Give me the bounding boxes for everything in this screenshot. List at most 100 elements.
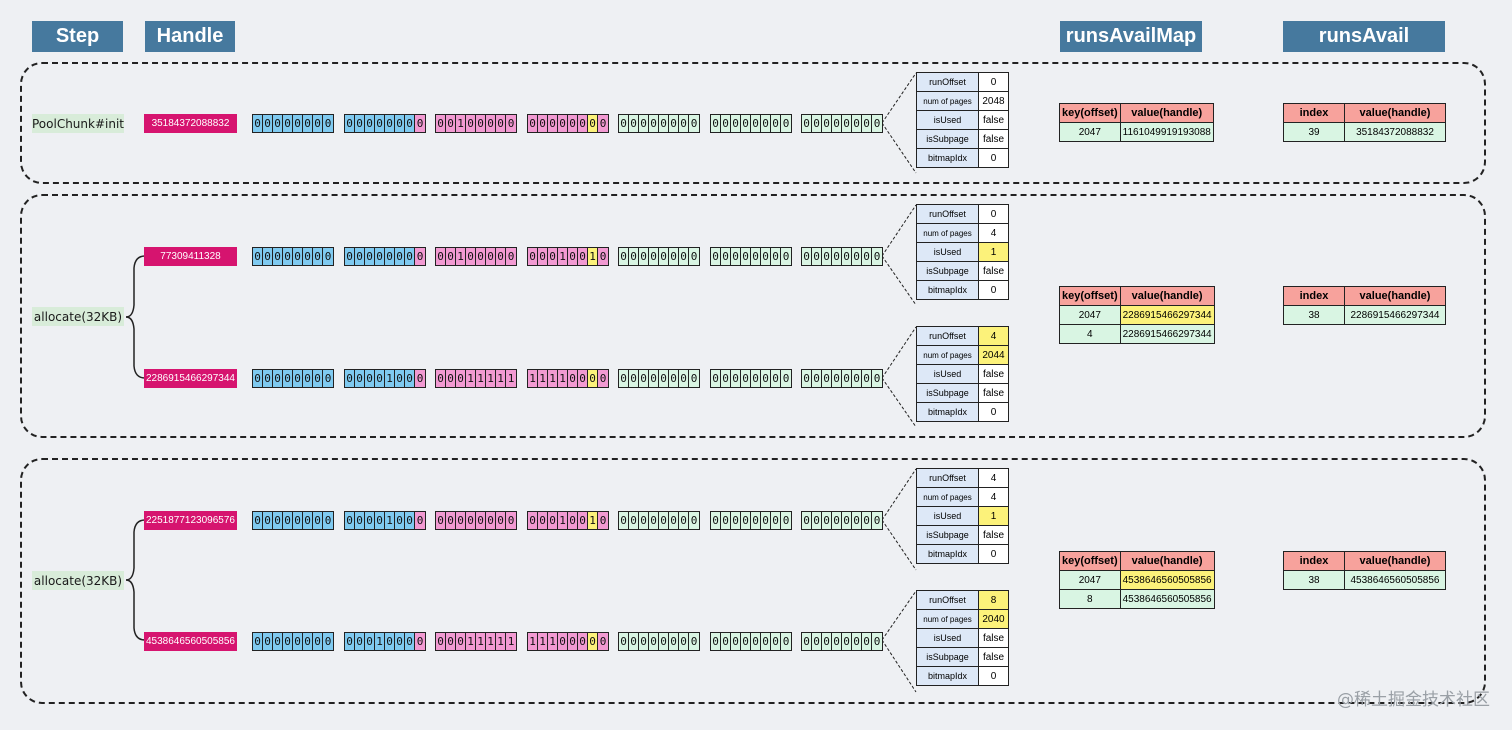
bit-cell: 0 [506,512,516,529]
bit-cell: 0 [649,115,659,132]
bit-cell: 0 [588,633,598,650]
bit-cell: 0 [568,248,578,265]
run-field-value: false [978,261,1009,281]
bit-cell: 0 [273,512,283,529]
run-field-value: 0 [978,666,1009,686]
bit-cell: 0 [731,248,741,265]
run-field-label: isUsed [916,364,979,384]
bit-cell: 0 [669,370,679,387]
bit-cell: 0 [659,248,669,265]
table-header-cell: value(handle) [1119,103,1214,123]
bit-cell: 0 [345,370,355,387]
table-cell: 35184372088832 [1344,122,1446,142]
bit-cell: 0 [578,115,588,132]
run-field-value: false [978,129,1009,149]
bit-cell: 0 [741,633,751,650]
bit-cell: 0 [436,512,446,529]
bit-cell: 0 [689,633,699,650]
bit-cell: 0 [558,115,568,132]
watermark-text: @稀土掘金技术社区 [1337,690,1490,710]
bit-cell: 0 [578,633,588,650]
bit-cell: 0 [751,633,761,650]
table-header-cell: index [1283,286,1345,306]
bit-cell: 1 [385,512,395,529]
bit-cell: 0 [852,633,862,650]
bit-cell: 0 [283,248,293,265]
run-field-label: isUsed [916,628,979,648]
bit-cell: 1 [528,633,538,650]
table-header-cell: key(offset) [1059,551,1121,571]
handle-value: 77309411328 [144,247,237,266]
bit-cell: 0 [629,633,639,650]
bit-cell: 0 [375,115,385,132]
table-header-cell: index [1283,103,1345,123]
bit-cell: 0 [355,370,365,387]
bit-cell: 0 [395,115,405,132]
bit-cell: 0 [619,115,629,132]
bit-cell: 0 [303,512,313,529]
bit-cell: 0 [355,248,365,265]
bit-cell: 1 [476,370,486,387]
bit-cell: 0 [466,248,476,265]
run-field-label: isSubpage [916,383,979,403]
bit-cell: 0 [862,633,872,650]
bit-cell: 0 [689,115,699,132]
bit-cell: 0 [415,370,425,387]
bit-cell: 1 [486,370,496,387]
bit-cell: 1 [466,633,476,650]
handle-value: 2286915466297344 [144,369,237,388]
bit-cell: 1 [558,248,568,265]
bit-cell: 0 [436,115,446,132]
bit-cell: 0 [375,370,385,387]
bit-cell: 0 [711,115,721,132]
bit-cell: 0 [568,115,578,132]
bit-cell: 0 [629,248,639,265]
handle-value: 4538646560505856 [144,632,237,651]
bit-cell: 0 [283,115,293,132]
run-field-label: isSubpage [916,261,979,281]
table-header-cell: value(handle) [1344,551,1446,571]
bit-cell: 1 [548,370,558,387]
bit-cell: 0 [405,248,415,265]
bit-cell: 0 [456,512,466,529]
bit-cell: 0 [741,248,751,265]
bit-cell: 0 [446,248,456,265]
bit-cell: 0 [528,512,538,529]
bit-cell: 0 [496,248,506,265]
run-field-value: false [978,110,1009,130]
table-cell: 2047 [1059,305,1121,325]
bit-cell: 0 [721,633,731,650]
bit-cell: 1 [456,115,466,132]
bit-cell: 0 [253,370,263,387]
bit-cell: 0 [842,512,852,529]
bit-cell: 1 [456,248,466,265]
table-cell: 4538646560505856 [1344,570,1446,590]
bit-cell: 0 [842,115,852,132]
bit-cell: 0 [689,248,699,265]
bit-cell: 0 [253,115,263,132]
bit-cell: 0 [323,370,333,387]
bit-cell: 0 [283,370,293,387]
bit-cell: 0 [365,115,375,132]
bit-cell: 0 [538,248,548,265]
bit-cell: 0 [476,512,486,529]
bit-cell: 1 [506,633,516,650]
bit-cell: 0 [761,115,771,132]
bit-cell: 0 [313,370,323,387]
bit-cell: 0 [548,248,558,265]
bit-cell: 0 [872,248,882,265]
bit-cell: 0 [832,633,842,650]
bit-cell: 0 [639,512,649,529]
run-field-value: 2044 [978,345,1009,365]
run-field-label: runOffset [916,590,979,610]
